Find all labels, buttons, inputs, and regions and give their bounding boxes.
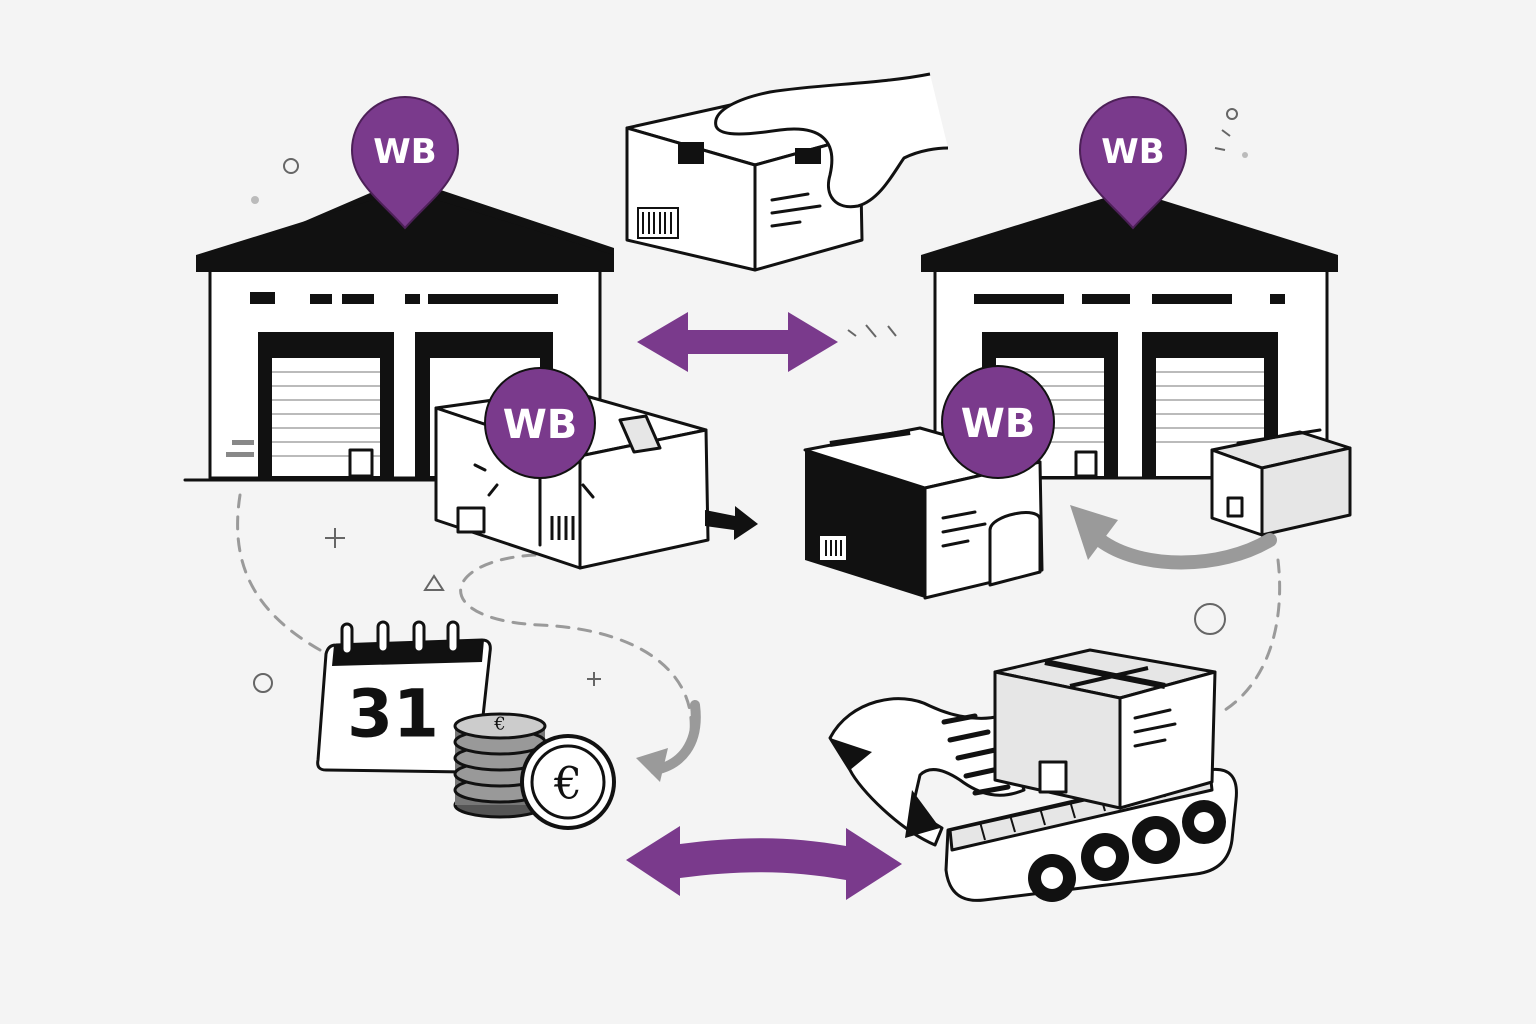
brand-label: WB (961, 401, 1036, 447)
box-icon (625, 102, 864, 272)
map-pin-icon: WB (1078, 96, 1188, 230)
calendar-icon: 31 (316, 620, 492, 774)
calendar-day: 31 (347, 676, 439, 753)
box-icon (993, 648, 1217, 810)
coin-stack-icon: € € (453, 712, 616, 830)
euro-coin: € (520, 734, 616, 830)
decorations (251, 108, 1248, 693)
brand-badge: WB (941, 365, 1055, 479)
hand-icon (714, 72, 949, 209)
dashed-flow-lines (236, 493, 1282, 742)
branded-box-right: WB (803, 365, 1055, 600)
handed-box (625, 72, 949, 272)
svg-text:€: € (493, 714, 505, 735)
box-icon (434, 388, 758, 570)
double-arrow-icon (626, 826, 902, 900)
conveyor-belt-icon (944, 767, 1238, 902)
double-arrow-icon (637, 312, 838, 372)
return-arrow (1070, 505, 1277, 570)
receipt-icon (828, 697, 1026, 847)
flow-arrow (636, 700, 701, 782)
brand-label: WB (1101, 132, 1164, 172)
branded-box-left: WB (434, 367, 758, 570)
box-icon (1210, 428, 1352, 537)
currency-symbol: € (553, 759, 582, 810)
brand-label: WB (503, 402, 578, 448)
map-pin-icon: WB (350, 96, 460, 230)
brand-label: WB (373, 132, 436, 172)
brand-badge: WB (473, 367, 596, 499)
